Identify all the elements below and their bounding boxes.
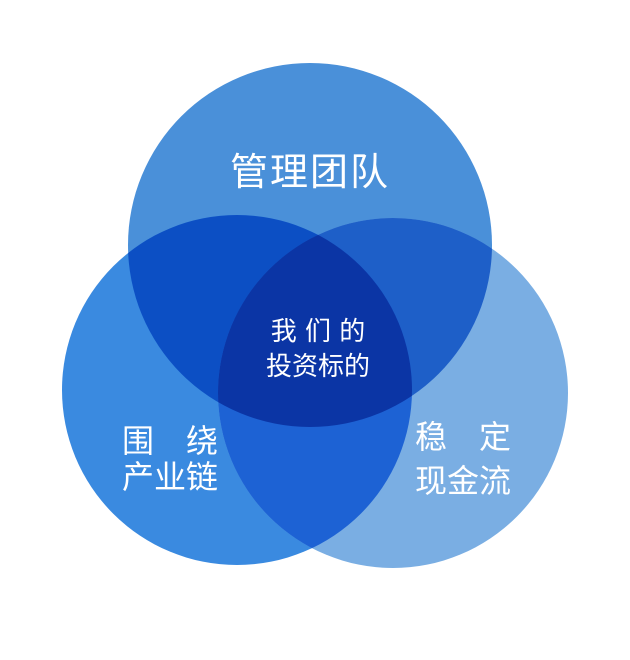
label-investment-target-line2: 投资标的 xyxy=(266,352,370,382)
label-cash-flow-line2: 现金流 xyxy=(415,462,511,500)
label-management-team: 管理团队 xyxy=(230,150,390,194)
label-industry-chain-line1: 围 绕 xyxy=(122,422,218,460)
label-industry-chain-line2: 产业链 xyxy=(122,458,218,496)
label-investment-target-line1: 我 们 的 xyxy=(271,317,366,347)
overlap-center xyxy=(218,218,412,427)
label-cash-flow-line1: 稳 定 xyxy=(415,418,511,456)
